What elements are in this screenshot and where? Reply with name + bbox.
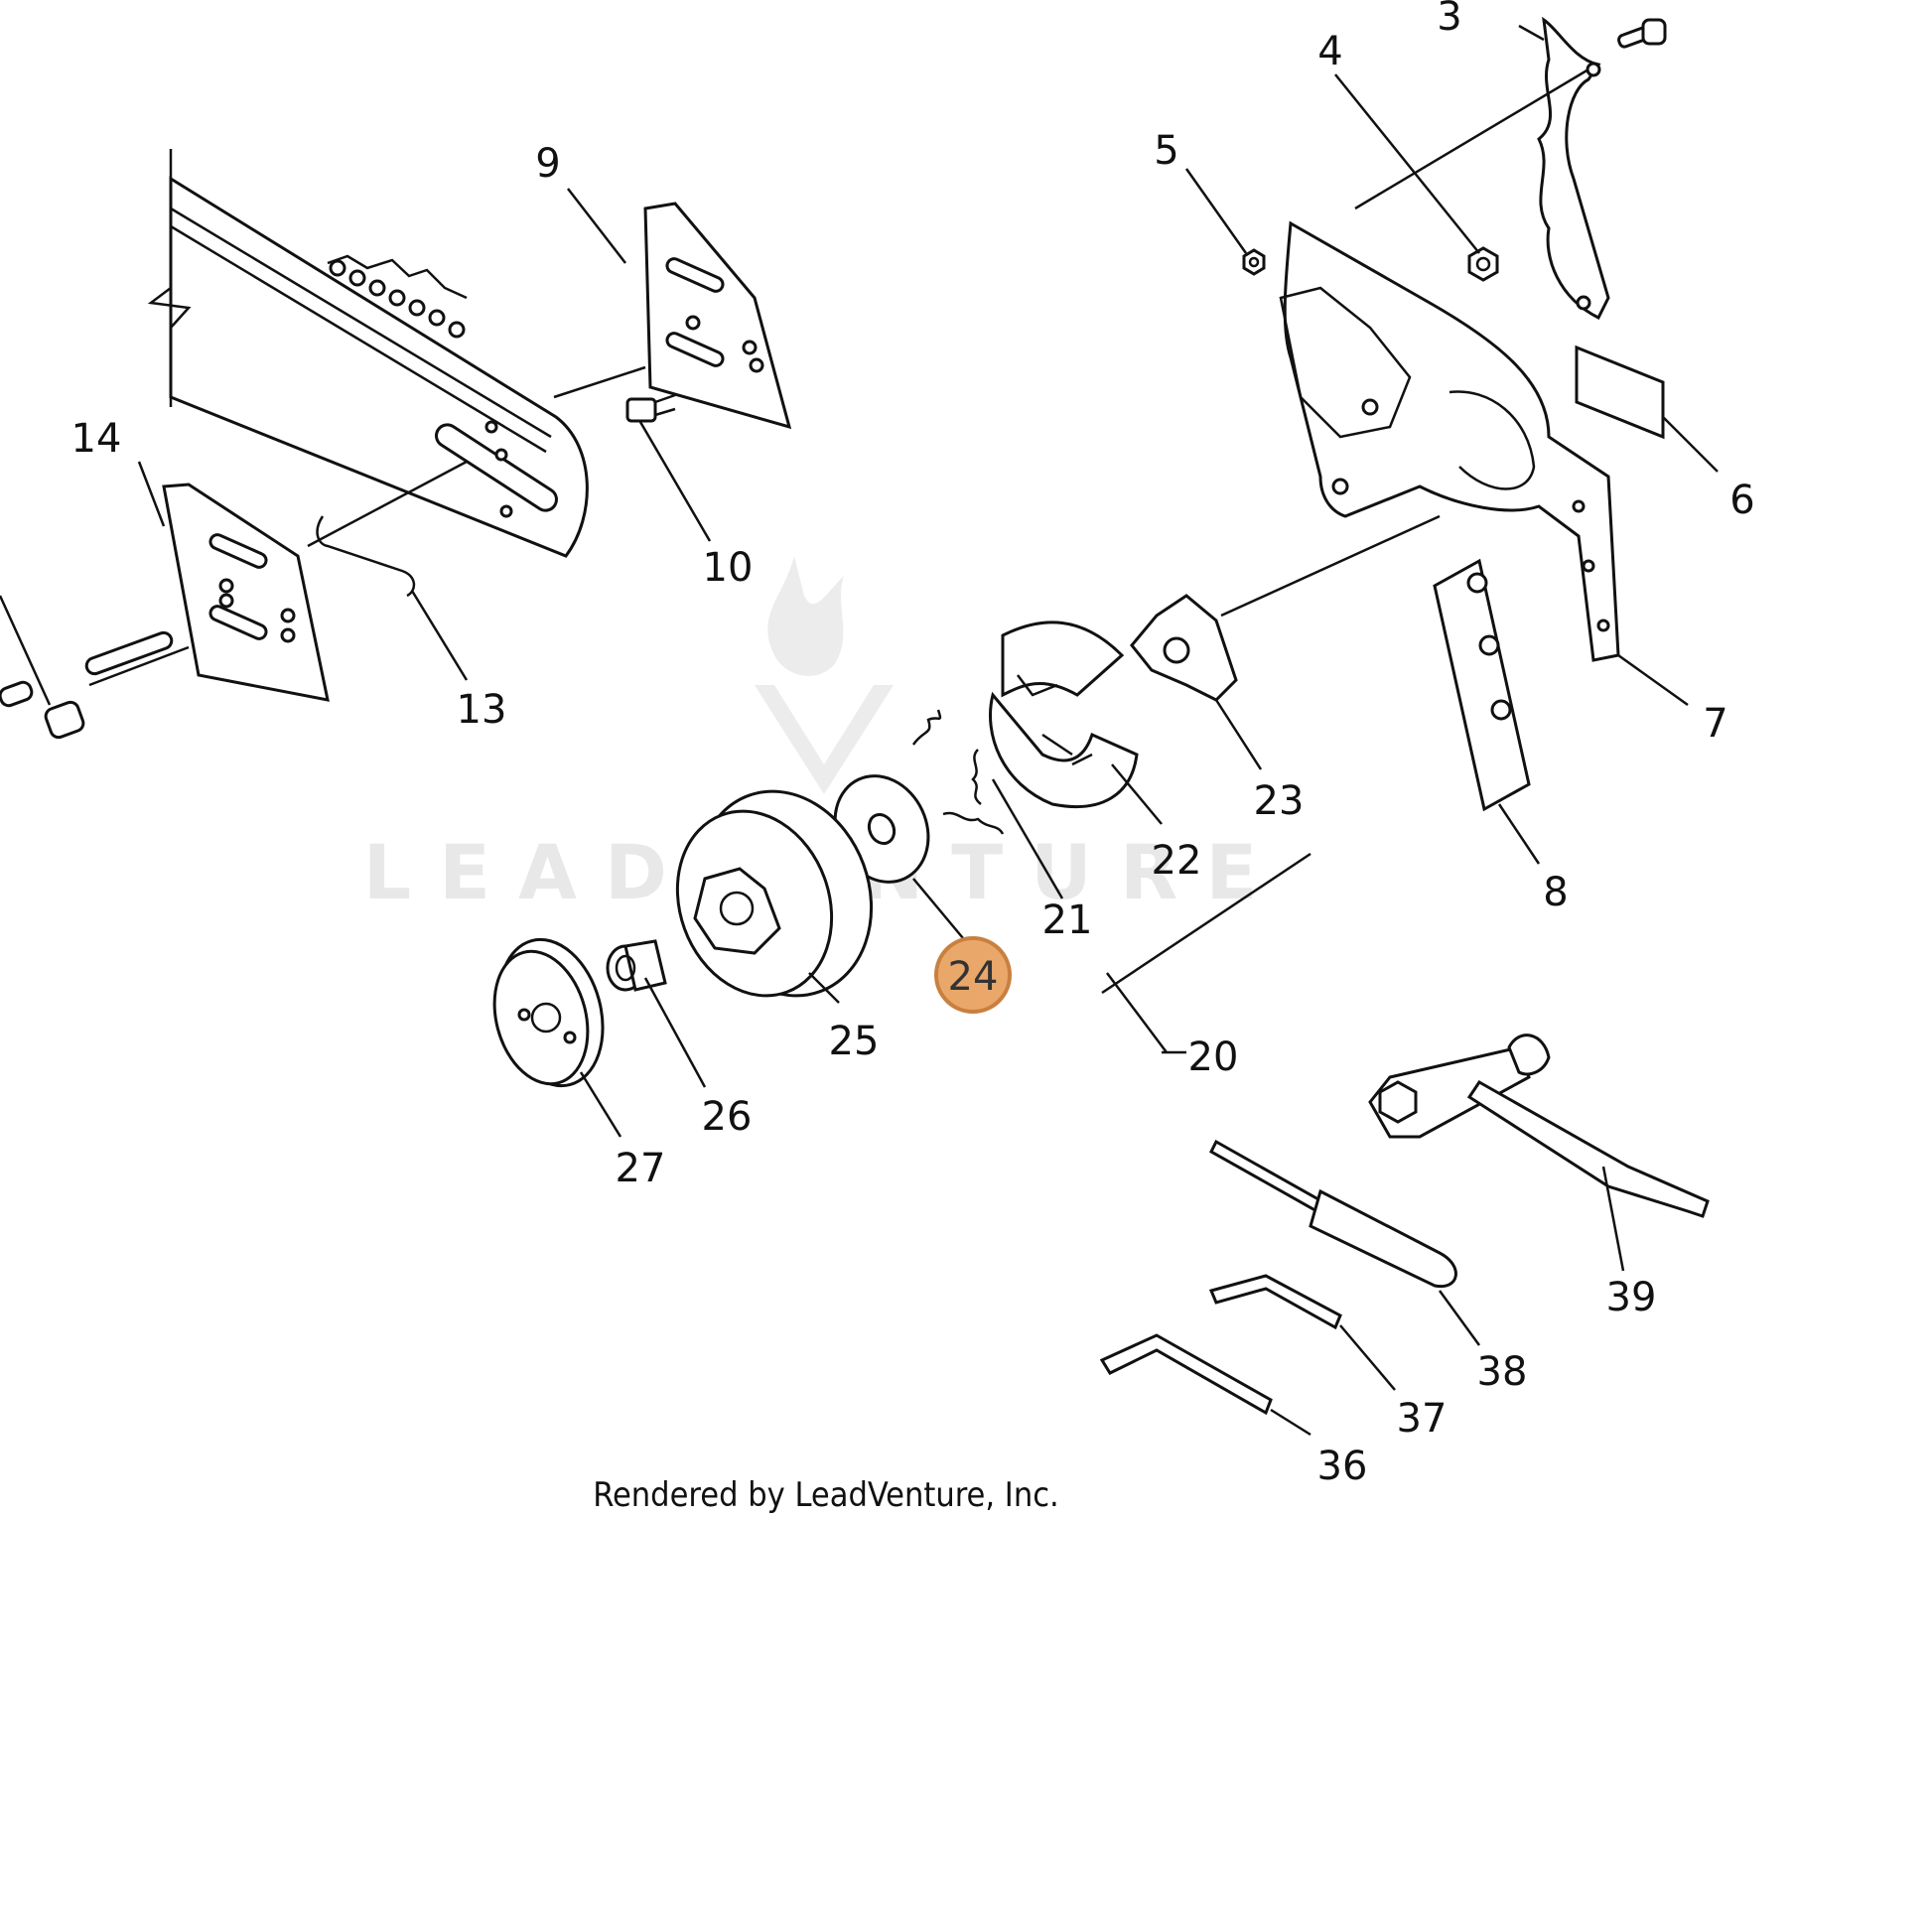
screwdriver: [1209, 1139, 1457, 1289]
bolt: [625, 393, 676, 423]
callout-20: 20: [1188, 1035, 1239, 1080]
callout-37: 37: [1397, 1396, 1448, 1442]
leader-lines: [0, 24, 1719, 1437]
tensioner-hook: [316, 515, 416, 598]
callout-26: 26: [702, 1094, 753, 1140]
callout-10: 10: [703, 545, 754, 591]
callout-3: 3: [1437, 0, 1461, 40]
guide-bar: [147, 149, 589, 558]
callout-8: 8: [1543, 870, 1568, 915]
callout-23: 23: [1254, 778, 1305, 824]
clutch-shoes: [989, 621, 1139, 809]
needle-bearing: [606, 939, 667, 992]
clutch-springs: [911, 709, 1005, 835]
callout-27: 27: [616, 1146, 666, 1191]
callout-14: 14: [71, 416, 122, 462]
callout-38: 38: [1477, 1349, 1528, 1395]
callout-7: 7: [1703, 701, 1727, 747]
clutch-hub: [1130, 594, 1238, 702]
callout-13: 13: [457, 687, 507, 733]
screw: [1617, 18, 1667, 49]
combination-wrench: [1368, 1034, 1710, 1218]
callout-25: 25: [829, 1019, 880, 1064]
callout-labels: 3 4 5 6 7 8 9 10 13 14 20 21 22 23 24 25…: [71, 0, 1755, 1489]
rim-sprocket: [492, 937, 605, 1088]
callout-24-highlighted[interactable]: 24: [934, 936, 1012, 1014]
nut-large: [1467, 246, 1499, 282]
nut-small: [1242, 248, 1266, 276]
chain-segment: [327, 254, 468, 339]
callout-39: 39: [1606, 1275, 1657, 1320]
callout-5: 5: [1154, 128, 1178, 174]
chain-catcher-plate: [1433, 558, 1531, 812]
callout-4: 4: [1317, 29, 1342, 74]
stud: [0, 630, 174, 740]
chain-brake-lever: [1537, 16, 1610, 321]
clutch-cover: [1279, 220, 1620, 662]
callout-21: 21: [1042, 897, 1093, 943]
warning-label: [1575, 345, 1665, 440]
callout-36: 36: [1317, 1444, 1368, 1489]
hex-key-large: [1099, 1333, 1273, 1416]
clutch-drum: [675, 789, 874, 998]
callout-6: 6: [1729, 478, 1754, 523]
callout-24[interactable]: 24: [948, 954, 999, 1000]
highlight-circle[interactable]: [934, 936, 1012, 1014]
callout-9: 9: [535, 141, 560, 187]
hex-key-small: [1208, 1274, 1342, 1330]
credit-text: Rendered by LeadVenture, Inc.: [593, 1475, 1059, 1515]
guide-plate-outer: [643, 202, 792, 430]
callout-22: 22: [1152, 838, 1202, 884]
guide-plate-inner: [162, 483, 330, 702]
